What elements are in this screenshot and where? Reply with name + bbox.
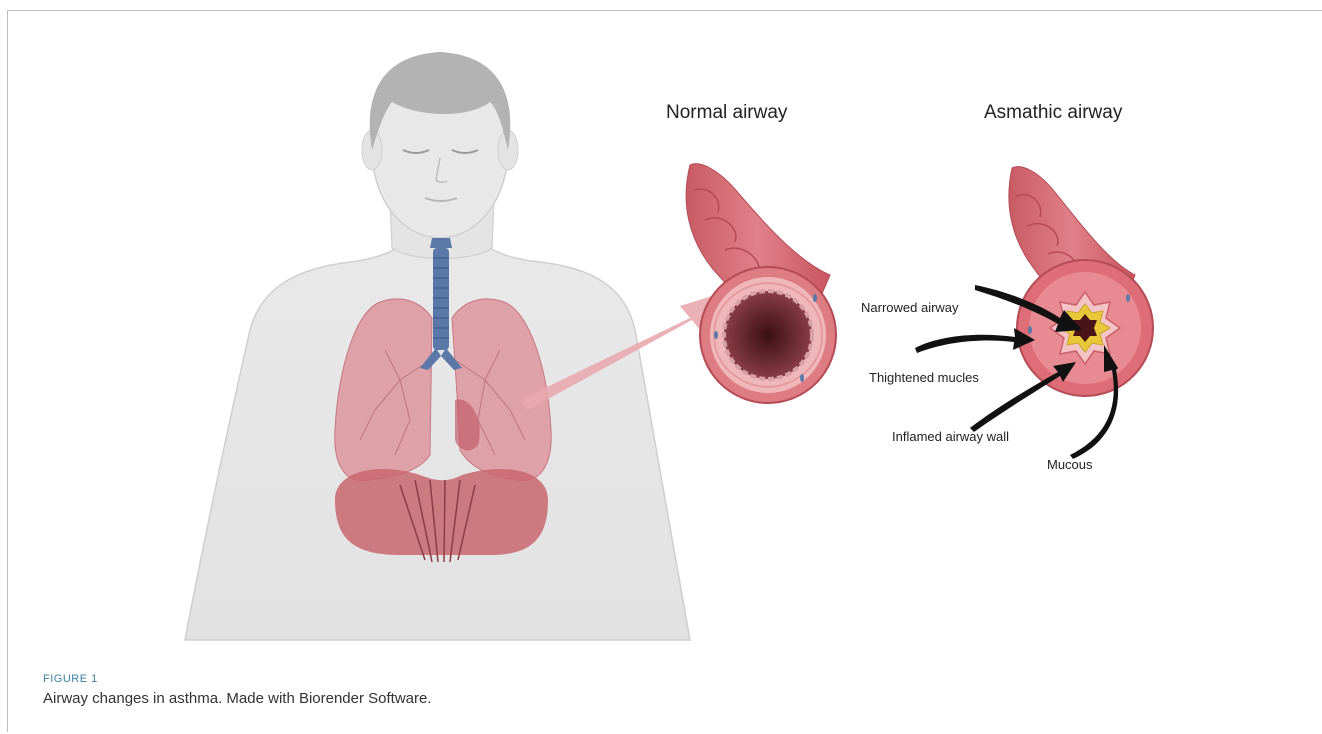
label-thightened-mucles: Thightened mucles [869,370,979,385]
arrow-thightened [915,328,1035,353]
normal-airway [686,164,836,403]
human-figure [185,52,690,640]
label-inflamed-airway-wall: Inflamed airway wall [892,429,1009,444]
asthmatic-airway [1009,167,1153,396]
title-asthmatic-airway: Asmathic airway [984,102,1122,124]
diaphragm [335,469,548,555]
arrow-inflamed [970,362,1076,432]
label-narrowed-airway: Narrowed airway [861,300,959,315]
label-mucous: Mucous [1047,457,1093,472]
figure-number: FIGURE 1 [43,673,98,685]
figure-caption: Airway changes in asthma. Made with Bior… [43,690,432,707]
title-normal-airway: Normal airway [666,102,787,124]
